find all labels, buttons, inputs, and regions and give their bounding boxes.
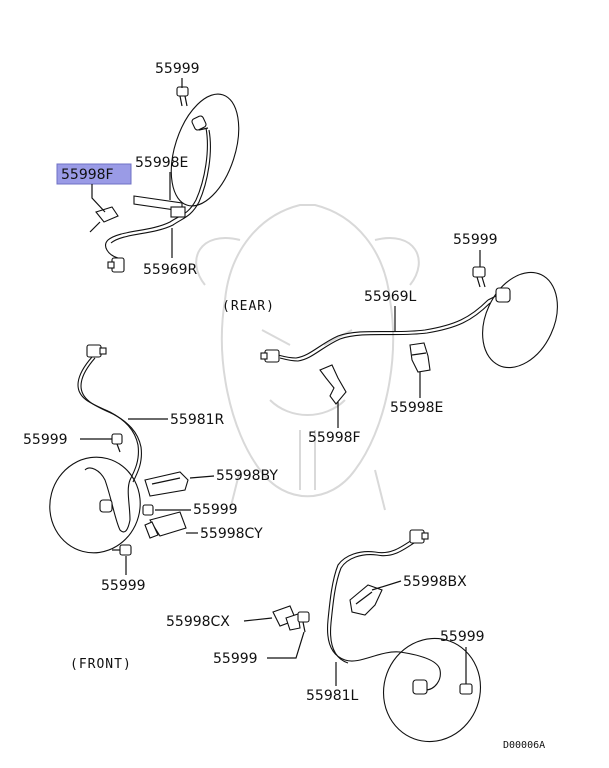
label-55998F-mid: 55998F	[308, 430, 361, 446]
rear-left-disc	[482, 271, 558, 369]
rear-right-assembly	[89, 86, 240, 273]
label-55999-mid: 55999	[193, 502, 238, 518]
bolt-55999-bottomleft[interactable]	[112, 544, 132, 556]
label-55998CY: 55998CY	[200, 526, 263, 542]
front-left-assembly	[272, 529, 482, 743]
label-55999-bottomleft: 55999	[101, 578, 146, 594]
label-55969L: 55969L	[364, 289, 417, 305]
label-55998E: 55998E	[135, 155, 188, 171]
label-55981R: 55981R	[170, 412, 225, 428]
label-55981L: 55981L	[306, 688, 359, 704]
rear-right-disc	[170, 93, 240, 207]
bracket-55998BX[interactable]	[349, 584, 383, 616]
bolt-55999-top[interactable]	[176, 86, 189, 107]
bracket-55998E[interactable]	[133, 195, 186, 218]
bolt-55999-lowerright[interactable]	[459, 683, 473, 695]
label-55998BY: 55998BY	[216, 468, 278, 484]
sensor-front-right[interactable]	[99, 499, 113, 513]
front-right-assembly	[49, 344, 189, 556]
sensor-front-left[interactable]	[412, 679, 428, 695]
front-left-disc	[382, 637, 482, 743]
bolt-55999-right[interactable]	[472, 266, 486, 288]
label-55999-left: 55999	[23, 432, 68, 448]
connector-55981L[interactable]	[409, 529, 429, 544]
bracket-55998F-mid[interactable]	[319, 364, 347, 405]
rear-left-assembly	[260, 266, 558, 405]
label-55998E-right: 55998E	[390, 400, 443, 416]
label-55999-right: 55999	[453, 232, 498, 248]
label-rear: (REAR)	[222, 299, 275, 314]
bracket-55998E-right[interactable]	[409, 342, 431, 373]
watermark-emblem	[195, 204, 420, 511]
connector-55969L[interactable]	[260, 349, 280, 363]
label-55998F-highlight[interactable]: 55998F	[56, 163, 132, 185]
bolt-55999-lower[interactable]	[297, 611, 310, 633]
label-front: (FRONT)	[70, 657, 132, 672]
sensor-rear-left[interactable]	[487, 287, 511, 303]
label-55999-lowerright: 55999	[440, 629, 485, 645]
front-right-disc	[49, 456, 141, 554]
label-55999-lower: 55999	[213, 651, 258, 667]
label-55998BX: 55998BX	[403, 574, 467, 590]
sensor-rear-right[interactable]	[191, 115, 209, 131]
bracket-55998CX[interactable]	[272, 605, 301, 631]
connector-55969R[interactable]	[107, 257, 125, 273]
bolt-55999-left[interactable]	[111, 433, 123, 453]
connector-55981R[interactable]	[86, 344, 107, 358]
label-55998CX: 55998CX	[166, 614, 230, 630]
bracket-55998F-top[interactable]	[89, 206, 119, 233]
bracket-55998BY[interactable]	[144, 471, 189, 497]
diagram-code: D00006A	[503, 740, 545, 751]
label-55999-top: 55999	[155, 61, 200, 77]
bolt-55999-mid[interactable]	[142, 504, 154, 516]
label-55969R: 55969R	[143, 262, 198, 278]
label-55998F-top: 55998F	[61, 167, 114, 183]
bracket-55998CY[interactable]	[144, 511, 187, 539]
